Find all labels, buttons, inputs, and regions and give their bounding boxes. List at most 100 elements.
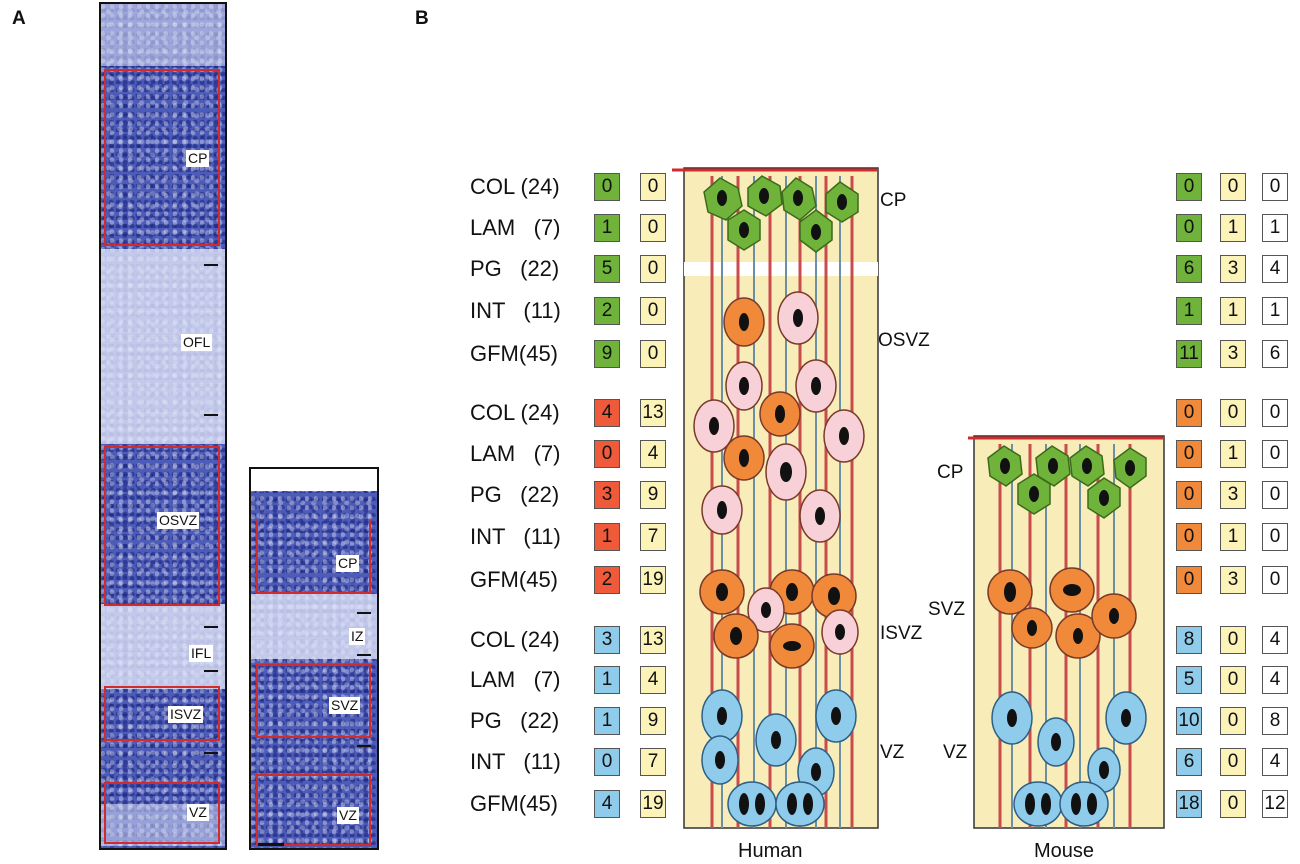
b-human-vz-label: VZ [880,742,905,763]
b-human-cp-label: CP [880,190,907,211]
b-mouse-svz-label: SVZ [928,599,965,620]
row-label: GFM(45) [470,341,558,366]
row-label: LAM (7) [470,667,561,692]
b-human-osvz-label: OSVZ [878,330,930,351]
human-count-cell: 0 [640,214,666,242]
cp-region-box [256,520,371,594]
mouse-count-cell: 0 [1262,481,1288,509]
human-count-cell: 19 [640,790,666,818]
mouse-count-cell: 0 [1176,440,1202,468]
mouse-count-cell: 3 [1220,566,1246,594]
human-count-cell: 1 [594,666,620,694]
mouse-count-cell: 5 [1176,666,1202,694]
mouse-count-cell: 0 [1220,748,1246,776]
mouse-count-cell: 0 [1176,566,1202,594]
row-label: PG (22) [470,708,560,733]
row-label: INT (11) [470,524,561,549]
tick-mark [357,612,371,614]
row-label: COL (24) [470,400,560,425]
row-label: GFM(45) [470,791,558,816]
mouse-count-cell: 1 [1176,297,1202,325]
mouse-count-cell: 0 [1220,173,1246,201]
tick-mark [357,654,371,656]
mouse-count-cell: 10 [1176,707,1202,735]
human-count-cell: 1 [594,214,620,242]
mouse-count-cell: 1 [1220,214,1246,242]
cp-region-box [104,69,220,246]
mouse-count-cell: 3 [1220,340,1246,368]
mouse-count-cell: 8 [1176,626,1202,654]
mouse-count-cell: 6 [1176,255,1202,283]
zone-label-osvz: OSVZ [157,512,200,529]
mouse-count-cell: 0 [1262,399,1288,427]
zone-label-vz: VZ [187,804,209,821]
vz-region-box [104,782,220,844]
mouse-count-cell: 0 [1262,173,1288,201]
mouse-count-cell: 6 [1262,340,1288,368]
species-label-mouse: Mouse [1034,840,1095,862]
human-count-cell: 4 [640,666,666,694]
species-label-human: Human [738,840,803,862]
row-label: COL (24) [470,174,560,199]
human-count-cell: 7 [640,523,666,551]
zone-label-iz: IZ [349,628,366,645]
tick-mark [204,670,218,672]
row-label: LAM (7) [470,215,561,240]
mouse-count-cell: 1 [1220,523,1246,551]
human-count-cell: 0 [640,297,666,325]
mouse-count-cell: 0 [1176,173,1202,201]
human-count-cell: 0 [640,340,666,368]
human-cortex-section: CP OFL OSVZ IFL ISVZ VZ [99,2,227,850]
row-label: LAM (7) [470,441,561,466]
mouse-count-cell: 8 [1262,707,1288,735]
human-count-cell: 19 [640,566,666,594]
mouse-count-cell: 0 [1220,666,1246,694]
mouse-count-cell: 1 [1220,440,1246,468]
mouse-count-cell: 0 [1176,523,1202,551]
human-count-cell: 3 [594,626,620,654]
mouse-count-cell: 6 [1176,748,1202,776]
tick-mark [204,414,218,416]
mouse-count-cell: 1 [1220,297,1246,325]
mouse-count-cell: 12 [1262,790,1288,818]
mouse-count-cell: 1 [1262,297,1288,325]
b-human-isvz-label: ISVZ [880,623,923,644]
mouse-count-cell: 1 [1262,214,1288,242]
zone-label-cp: CP [186,150,210,167]
row-label: PG (22) [470,256,560,281]
mouse-count-cell: 0 [1220,707,1246,735]
tick-mark [204,752,218,754]
human-count-cell: 7 [640,748,666,776]
zone-label-ofl: OFL [181,334,213,351]
row-label: PG (22) [470,482,560,507]
b-mouse-cp-label: CP [937,462,964,483]
zone-label-svz: SVZ [329,697,361,714]
mouse-count-cell: 0 [1220,626,1246,654]
mouse-count-cell: 4 [1262,666,1288,694]
mouse-count-cell: 0 [1262,523,1288,551]
row-label: INT (11) [470,298,561,323]
mouse-cortex-section: CP IZ SVZ VZ [249,467,379,850]
human-count-cell: 9 [594,340,620,368]
human-count-cell: 0 [594,440,620,468]
osvz-region-box [104,446,220,606]
row-label: GFM(45) [470,567,558,592]
human-count-cell: 9 [640,481,666,509]
mouse-count-cell: 3 [1220,255,1246,283]
mouse-count-cell: 0 [1176,399,1202,427]
human-count-cell: 1 [594,523,620,551]
mouse-count-cell: 4 [1262,748,1288,776]
isvz-region-box [104,686,220,741]
mouse-count-cell: 11 [1176,340,1202,368]
human-count-cell: 0 [594,173,620,201]
mouse-count-cell: 0 [1220,790,1246,818]
mouse-count-cell: 0 [1220,399,1246,427]
row-label: COL (24) [470,627,560,652]
human-count-cell: 0 [640,173,666,201]
human-count-cell: 0 [594,748,620,776]
tick-mark [204,626,218,628]
human-count-cell: 2 [594,566,620,594]
human-count-cell: 4 [594,399,620,427]
human-count-cell: 2 [594,297,620,325]
